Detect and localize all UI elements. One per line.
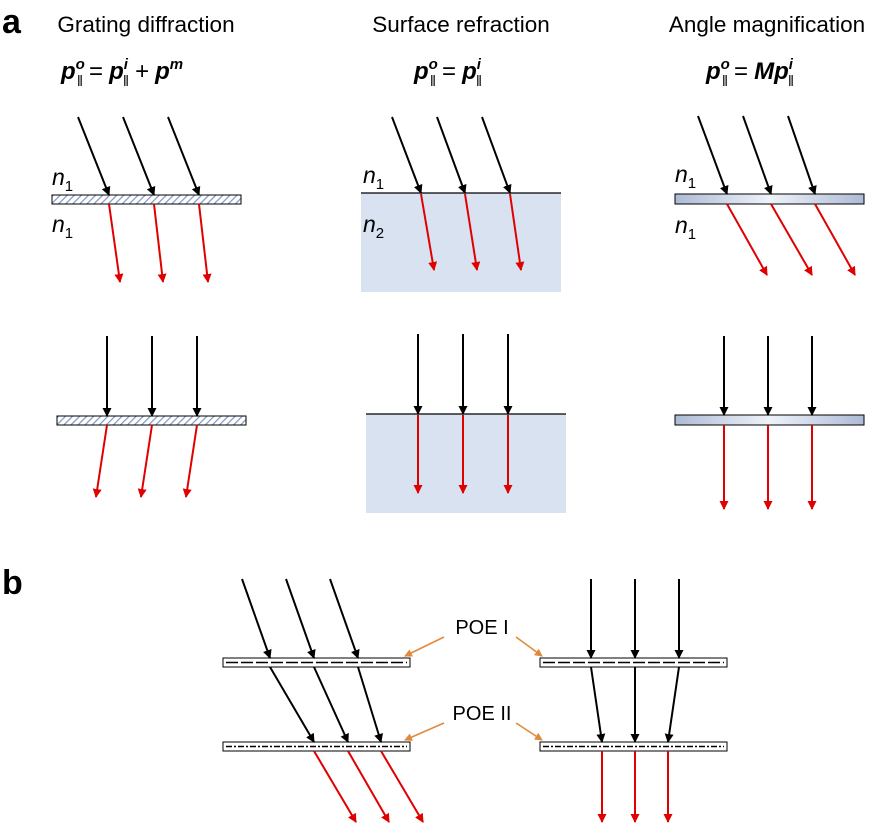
magnified-ray — [814, 203, 856, 276]
magnified-ray — [726, 203, 768, 276]
surface-normal-group — [366, 334, 566, 513]
index-label-n1-above: n1 — [675, 161, 696, 192]
medium-block-bottom — [366, 414, 566, 513]
diffracted-ray — [108, 203, 124, 283]
equation-surface: po‖=pi‖ — [413, 56, 482, 90]
incident-ray — [329, 578, 360, 659]
poe1-callout-right — [515, 636, 543, 657]
intermediate-ray — [357, 666, 383, 743]
grating-plate-top — [51, 194, 242, 205]
title-angle-magnification: Angle magnification — [669, 12, 865, 37]
magnification-normal-group — [674, 336, 865, 510]
incident-ray — [285, 578, 316, 659]
index-label-n1-below: n1 — [675, 212, 696, 243]
poe2-callout-right — [515, 722, 543, 741]
diffracted-ray — [92, 424, 108, 498]
index-label-n2: n2 — [363, 211, 384, 242]
metasurface-plate-top — [674, 193, 865, 205]
index-label-n1-below: n1 — [52, 211, 73, 242]
intermediate-ray — [590, 666, 606, 743]
grating-plate-bottom — [56, 415, 247, 426]
incident-ray — [167, 116, 201, 196]
refracted-ray — [464, 193, 481, 271]
incident-ray — [122, 116, 156, 196]
title-grating-diffraction: Grating diffraction — [57, 12, 234, 37]
magnification-oblique-group: n1 n1 — [674, 115, 865, 276]
output-ray — [380, 750, 424, 823]
medium-block-top — [361, 193, 561, 292]
incident-ray — [77, 116, 111, 196]
equation-grating: po‖=pi‖+pm — [60, 56, 183, 90]
intermediate-ray — [313, 666, 349, 743]
poe-system-oblique — [222, 578, 424, 823]
equation-magnification: po‖=Mpi‖ — [705, 56, 794, 90]
grating-normal-group — [56, 336, 247, 498]
poe2-plate-left — [222, 741, 411, 752]
poe1-callout-left — [404, 636, 445, 657]
incident-ray — [787, 115, 817, 195]
refracted-ray — [420, 193, 438, 271]
output-ray — [347, 750, 390, 823]
poe1-label: POE I — [455, 617, 508, 639]
magnified-ray — [770, 203, 813, 276]
incident-ray — [241, 578, 272, 659]
surface-oblique-group: n1 n2 — [361, 116, 561, 292]
diffracted-ray — [182, 424, 198, 498]
index-label-n1: n1 — [363, 162, 384, 193]
panel-label-b: b — [2, 564, 23, 602]
poe2-callout-left — [404, 722, 445, 741]
intermediate-ray — [269, 666, 315, 743]
title-surface-refraction: Surface refraction — [372, 12, 550, 37]
output-ray — [313, 750, 357, 823]
incident-ray — [742, 115, 773, 195]
poe2-label: POE II — [453, 703, 512, 725]
incident-ray — [391, 116, 423, 194]
diffracted-ray — [153, 203, 167, 283]
metasurface-plate-bottom — [674, 414, 865, 426]
incident-ray — [481, 116, 512, 194]
index-label-n1-above: n1 — [52, 164, 73, 195]
diffracted-ray — [137, 424, 153, 498]
panel-label-a: a — [2, 3, 22, 41]
incident-ray — [697, 115, 729, 195]
intermediate-ray — [664, 666, 680, 743]
diffracted-ray — [198, 203, 212, 283]
refracted-ray — [509, 193, 525, 271]
incident-ray — [436, 116, 467, 194]
grating-oblique-group: n1 n1 — [51, 116, 242, 283]
poe-system-normal — [539, 579, 728, 823]
